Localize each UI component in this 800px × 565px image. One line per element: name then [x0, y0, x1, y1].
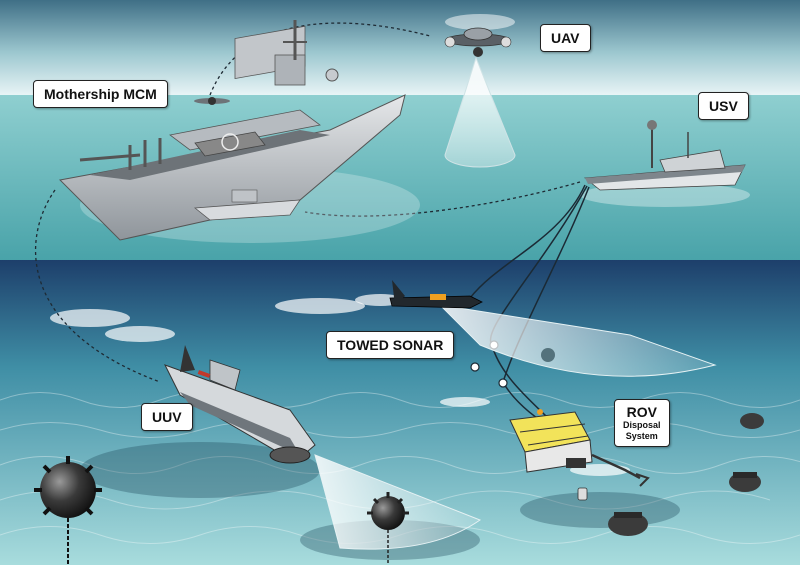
usv-vessel	[580, 120, 750, 207]
rov-label: ROV Disposal System	[614, 399, 670, 447]
uuv-vehicle	[163, 345, 316, 464]
moored-mine-large	[34, 456, 102, 565]
mothership-ship	[58, 20, 406, 241]
towed-sonar-beam	[438, 304, 717, 377]
sky-background	[0, 0, 800, 95]
rov-label-sub2: System	[625, 431, 658, 441]
seabed-mine	[608, 512, 648, 536]
seabed-mines	[608, 413, 764, 536]
uuv-label: UUV	[141, 403, 193, 431]
seabed-mine	[740, 413, 764, 429]
rov-label-sub1: Disposal	[623, 420, 661, 430]
usv-label: USV	[698, 92, 749, 120]
link-ship-to-uav	[209, 22, 431, 96]
rov-vehicle	[509, 409, 650, 501]
uav-label: UAV	[540, 24, 591, 52]
link-usv-to-ship	[304, 181, 581, 217]
link-ship-to-uuv	[34, 189, 161, 383]
mothership-label: Mothership MCM	[33, 80, 168, 108]
ship-drone	[194, 97, 230, 105]
towed-sonar-body	[389, 280, 483, 309]
towed-sonar-label: TOWED SONAR	[326, 331, 455, 359]
communication-links	[34, 22, 581, 383]
sonar-detected-mine	[541, 348, 555, 362]
launch-boat	[193, 189, 301, 221]
uav-drone	[444, 14, 515, 57]
seabed-mine	[729, 472, 761, 492]
uav-sensing-cone	[444, 56, 516, 168]
rov-label-title: ROV	[626, 404, 657, 420]
uuv-detected-mine	[367, 492, 409, 565]
